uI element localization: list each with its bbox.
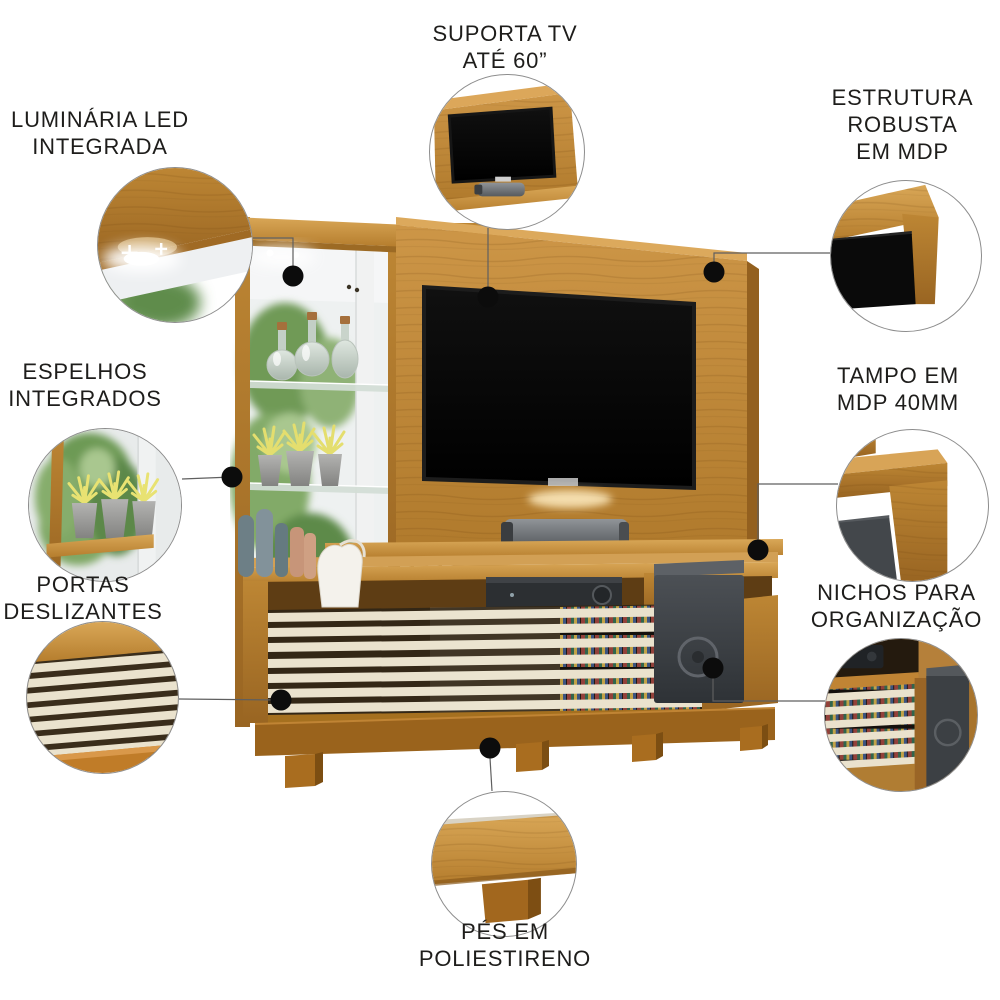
- callout-label-suporta-tv: SUPORTA TV ATÉ 60”: [432, 21, 578, 73]
- callout-circle-estrutura-mdp: [830, 180, 982, 332]
- callout-label-espelhos: ESPELHOS INTEGRADOS: [8, 359, 162, 411]
- decor-vases: [238, 509, 366, 608]
- callout-circle-pes: [431, 791, 577, 937]
- decor-bottles: [266, 312, 359, 381]
- callout-label-luminaria-led: LUMINÁRIA LED INTEGRADA: [11, 107, 189, 159]
- callout-circle-portas: [26, 621, 179, 774]
- media-receiver: [486, 577, 622, 609]
- callout-label-estrutura-mdp: ESTRUTURA ROBUSTA EM MDP: [831, 85, 974, 164]
- callout-circle-tampo-mdp: [836, 429, 989, 582]
- decor-plant-pots: [252, 421, 346, 486]
- callout-circle-nichos: [824, 638, 978, 792]
- tampo-detail-illustration: [837, 430, 948, 581]
- niches-detail-illustration: [825, 639, 977, 791]
- callout-circle-espelhos: [28, 428, 182, 582]
- mirror-detail-illustration: [29, 429, 181, 581]
- tv-detail-illustration: [430, 82, 581, 214]
- callout-line-espelhos: [181, 476, 233, 480]
- sliding-door-detail-illustration: [27, 622, 178, 773]
- mdp-corner-detail-illustration: [831, 184, 939, 310]
- led-detail-illustration: [98, 168, 252, 322]
- tv-rack: [243, 552, 778, 788]
- speaker: [654, 560, 744, 703]
- mirror-shelf-tower: [230, 217, 410, 727]
- led-light: [248, 247, 316, 267]
- callout-circle-suporta-tv: [429, 74, 585, 230]
- tv: [422, 285, 696, 508]
- soundbar: [501, 519, 629, 547]
- furniture-illustration: [230, 217, 783, 788]
- callout-label-tampo-mdp: TAMPO EM MDP 40MM: [836, 363, 960, 415]
- feet: [285, 724, 768, 788]
- callout-circle-luminaria-led: [97, 167, 253, 323]
- sliding-slatted-door: [268, 604, 702, 721]
- callout-label-pes: PÉS EM POLIESTIRENO: [418, 919, 592, 971]
- callout-label-portas: PORTAS DESLIZANTES: [3, 572, 163, 624]
- foot-detail-illustration: [432, 812, 576, 924]
- callout-label-nichos: NICHOS PARA ORGANIZAÇÃO: [810, 580, 983, 632]
